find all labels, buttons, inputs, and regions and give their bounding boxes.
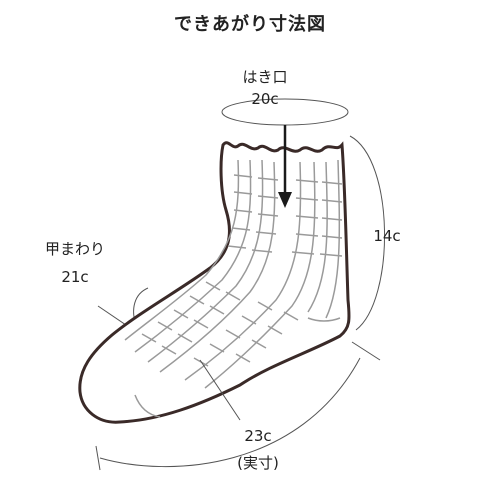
sock-outline xyxy=(78,141,351,424)
heel-line xyxy=(307,317,341,322)
diagram-title: できあがり寸法図 xyxy=(174,14,326,35)
height-guide-arc xyxy=(349,135,385,331)
length-note: (実寸) xyxy=(237,454,279,472)
opening-label: はき口 xyxy=(242,68,288,86)
instep-label: 甲まわり xyxy=(44,240,105,258)
opening-value: 20c xyxy=(251,90,279,108)
opening-arrow-head xyxy=(278,192,292,208)
length-value: 23c xyxy=(244,427,272,445)
length-leader-right xyxy=(199,359,241,421)
instep-value: 21c xyxy=(61,268,89,286)
length-guide-arc xyxy=(99,357,361,468)
height-tick-bottom xyxy=(351,341,381,361)
height-value: 14c xyxy=(373,227,401,245)
rib-pattern xyxy=(124,159,343,389)
toe-line xyxy=(134,394,161,418)
length-tick-left xyxy=(95,445,101,471)
